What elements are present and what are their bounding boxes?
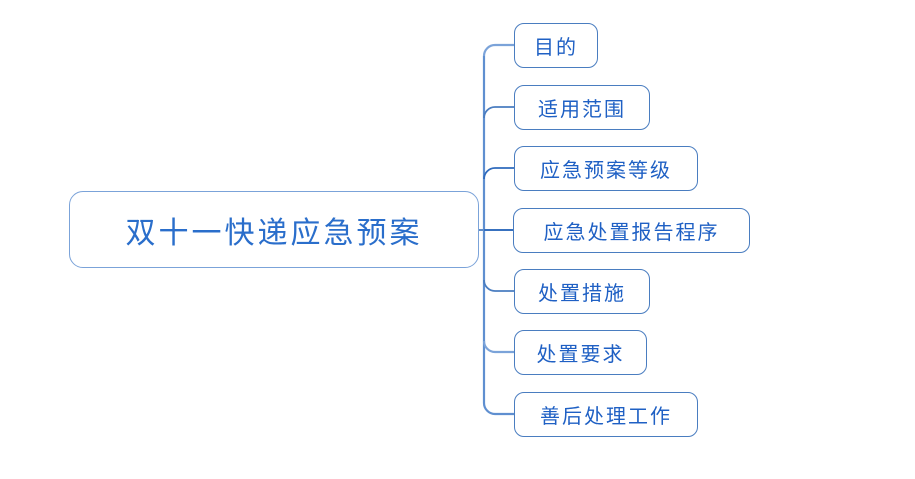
connector-branch-1 [483, 106, 514, 119]
node-label: 应急预案等级 [540, 160, 672, 182]
mind-map-node-measures[interactable]: 处置措施 [514, 269, 650, 314]
mind-map-node-report-procedure[interactable]: 应急处置报告程序 [513, 208, 750, 253]
node-label: 目的 [534, 37, 578, 59]
mind-map-node-aftermath-work[interactable]: 善后处理工作 [514, 392, 698, 437]
node-label: 适用范围 [538, 99, 626, 121]
mind-map-node-requirements[interactable]: 处置要求 [514, 330, 647, 375]
mind-map-node-purpose[interactable]: 目的 [514, 23, 598, 68]
connector-branch-6 [482, 402, 514, 416]
root-node-label: 双十一快递应急预案 [125, 216, 423, 250]
mind-map-root-node[interactable]: 双十一快递应急预案 [69, 191, 479, 268]
node-label: 处置要求 [536, 344, 625, 366]
mind-map-node-plan-levels[interactable]: 应急预案等级 [514, 146, 698, 191]
connector-branch-2 [483, 167, 514, 180]
connector-branch-5 [482, 340, 514, 354]
node-label: 应急处置报告程序 [543, 222, 720, 244]
mind-map-node-scope[interactable]: 适用范围 [514, 85, 650, 130]
connector-branch-4 [483, 279, 514, 292]
node-label: 处置措施 [538, 283, 626, 305]
node-label: 善后处理工作 [540, 406, 672, 428]
connector-branch-0 [482, 43, 514, 57]
